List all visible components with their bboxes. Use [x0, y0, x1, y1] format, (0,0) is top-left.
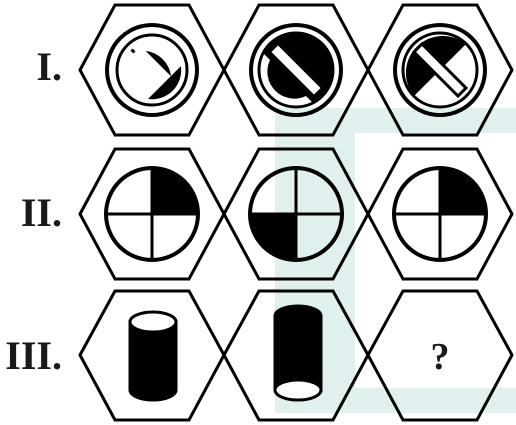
- no-sign-icon: [107, 25, 197, 115]
- no-sign-icon: [251, 25, 341, 115]
- row-2: [80, 149, 512, 279]
- no-sign-icon: [395, 25, 485, 115]
- question-mark: ?: [431, 336, 450, 378]
- cylinder-icon: [130, 312, 176, 400]
- row-label-1: I.: [36, 44, 62, 89]
- row-1: [80, 5, 512, 135]
- quartered-circle-icon: [106, 168, 198, 260]
- row-label-3: III.: [5, 333, 62, 378]
- cylinder-icon: [275, 306, 321, 400]
- quartered-circle-icon: [394, 168, 486, 260]
- row-label-2: II.: [21, 190, 62, 235]
- quartered-circle-icon: [250, 168, 342, 260]
